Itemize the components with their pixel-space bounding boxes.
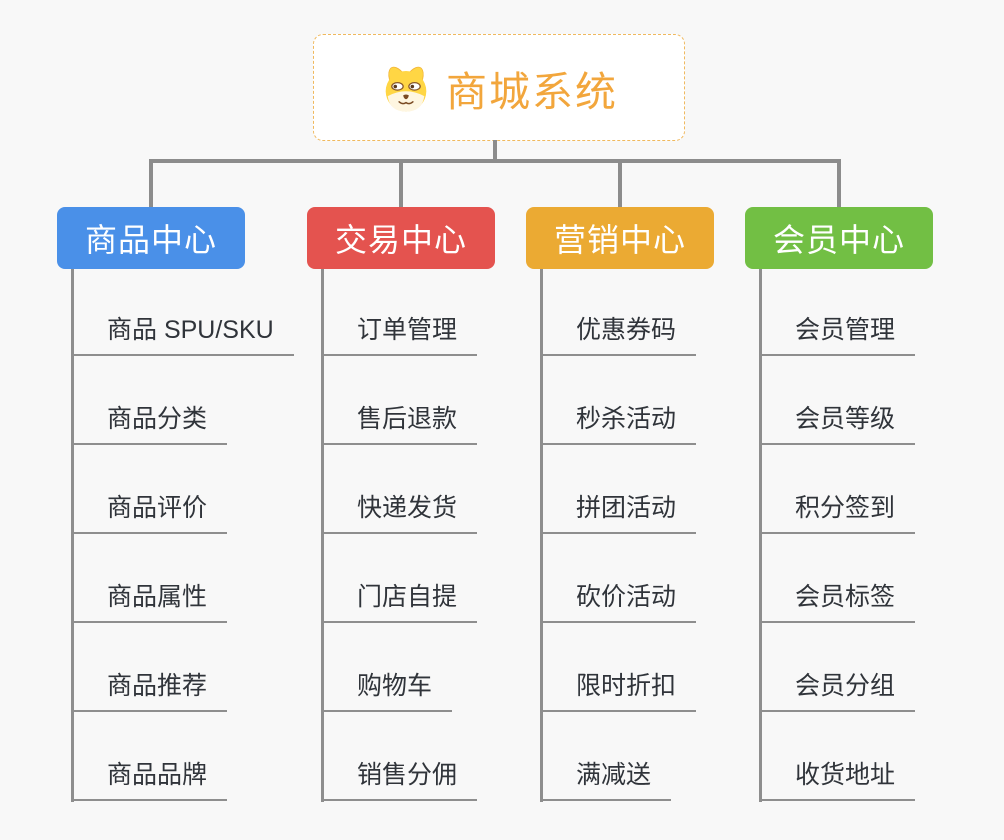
leaf-node-member-center-3[interactable]: 会员标签 bbox=[759, 579, 916, 623]
leaf-node-member-center-2[interactable]: 积分签到 bbox=[759, 490, 916, 534]
leaf-node-marketing-center-3[interactable]: 砍价活动 bbox=[540, 579, 697, 623]
connector-branch-drop bbox=[837, 159, 841, 209]
branch-node-product-center[interactable]: 商品中心 bbox=[57, 207, 245, 269]
leaf-node-marketing-center-1[interactable]: 秒杀活动 bbox=[540, 401, 697, 445]
leaf-node-member-center-4[interactable]: 会员分组 bbox=[759, 668, 916, 712]
leaf-node-marketing-center-0[interactable]: 优惠券码 bbox=[540, 312, 697, 356]
leaf-node-member-center-5[interactable]: 收货地址 bbox=[759, 757, 916, 801]
leaf-node-member-center-1[interactable]: 会员等级 bbox=[759, 401, 916, 445]
branch-trunk-line bbox=[759, 269, 762, 802]
leaf-node-product-center-1[interactable]: 商品分类 bbox=[71, 401, 228, 445]
branch-trunk-line bbox=[71, 269, 74, 802]
connector-root-stub bbox=[493, 140, 497, 163]
leaf-node-product-center-2[interactable]: 商品评价 bbox=[71, 490, 228, 534]
leaf-node-product-center-4[interactable]: 商品推荐 bbox=[71, 668, 228, 712]
leaf-node-product-center-3[interactable]: 商品属性 bbox=[71, 579, 228, 623]
connector-branch-drop bbox=[399, 159, 403, 209]
branch-trunk-line bbox=[321, 269, 324, 802]
leaf-node-marketing-center-4[interactable]: 限时折扣 bbox=[540, 668, 697, 712]
leaf-node-product-center-5[interactable]: 商品品牌 bbox=[71, 757, 228, 801]
branch-node-trade-center[interactable]: 交易中心 bbox=[307, 207, 495, 269]
branch-node-member-center[interactable]: 会员中心 bbox=[745, 207, 933, 269]
leaf-node-trade-center-4[interactable]: 购物车 bbox=[321, 668, 453, 712]
leaf-node-trade-center-2[interactable]: 快递发货 bbox=[321, 490, 478, 534]
leaf-node-marketing-center-2[interactable]: 拼团活动 bbox=[540, 490, 697, 534]
connector-branch-drop bbox=[618, 159, 622, 209]
dog-face-icon bbox=[385, 66, 427, 112]
connector-branch-drop bbox=[149, 159, 153, 209]
branch-node-marketing-center[interactable]: 营销中心 bbox=[526, 207, 714, 269]
leaf-node-trade-center-1[interactable]: 售后退款 bbox=[321, 401, 478, 445]
branch-trunk-line bbox=[540, 269, 543, 802]
root-title: 商城系统 bbox=[446, 68, 618, 115]
leaf-node-marketing-center-5[interactable]: 满减送 bbox=[540, 757, 672, 801]
leaf-node-trade-center-3[interactable]: 门店自提 bbox=[321, 579, 478, 623]
leaf-node-member-center-0[interactable]: 会员管理 bbox=[759, 312, 916, 356]
leaf-node-product-center-0[interactable]: 商品 SPU/SKU bbox=[71, 312, 294, 356]
connector-horizontal-bus bbox=[149, 159, 841, 163]
leaf-node-trade-center-5[interactable]: 销售分佣 bbox=[321, 757, 478, 801]
leaf-node-trade-center-0[interactable]: 订单管理 bbox=[321, 312, 478, 356]
root-node-mall-system[interactable]: 商城系统 bbox=[313, 34, 685, 141]
